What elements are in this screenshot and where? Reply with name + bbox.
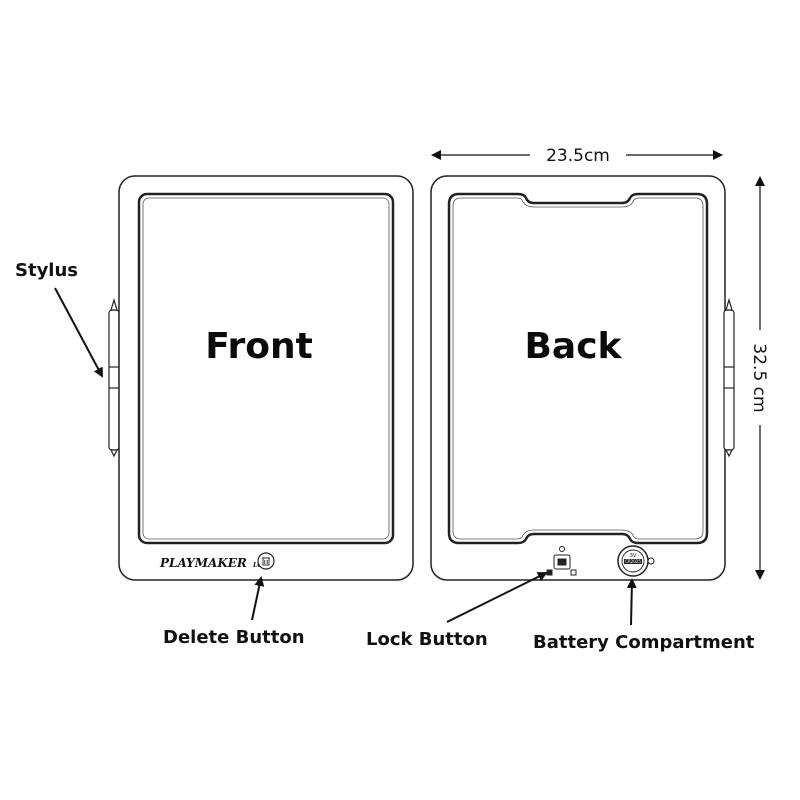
back-panel [447,192,709,545]
back-title: Back [524,326,622,367]
battery-voltage: 3V [630,553,637,559]
height-dimension: 32.5 cm [749,176,769,580]
lock-button-label: Lock Button [366,629,488,650]
stylus-label: Stylus [15,260,78,281]
lock-icon [546,569,553,576]
front-title: Front [205,326,313,367]
brand-name: PLAYMAKER [159,556,247,570]
battery-callout: Battery Compartment [533,578,755,653]
delete-button-label: Delete Button [163,627,305,648]
battery-compartment[interactable]: 3V CR2025 [617,545,655,577]
width-label: 23.5cm [546,146,610,166]
back-tablet: Back 3V CR2025 [430,175,735,581]
battery-compartment-label: Battery Compartment [533,632,755,653]
unlock-icon [570,569,577,576]
delete-button[interactable] [257,552,275,570]
front-screen [137,192,395,545]
battery-model: CR2025 [625,559,641,564]
stylus-back [723,297,735,458]
width-dimension: 23.5cm [431,146,723,166]
lock-button[interactable] [546,546,577,576]
lock-button-callout: Lock Button [366,572,548,650]
height-label: 32.5 cm [749,343,769,412]
stylus-callout: Stylus [15,260,103,378]
delete-button-callout: Delete Button [163,576,305,648]
trash-icon [262,557,270,566]
front-tablet: Front PLAYMAKER LCD [108,175,414,581]
stylus [108,297,120,458]
